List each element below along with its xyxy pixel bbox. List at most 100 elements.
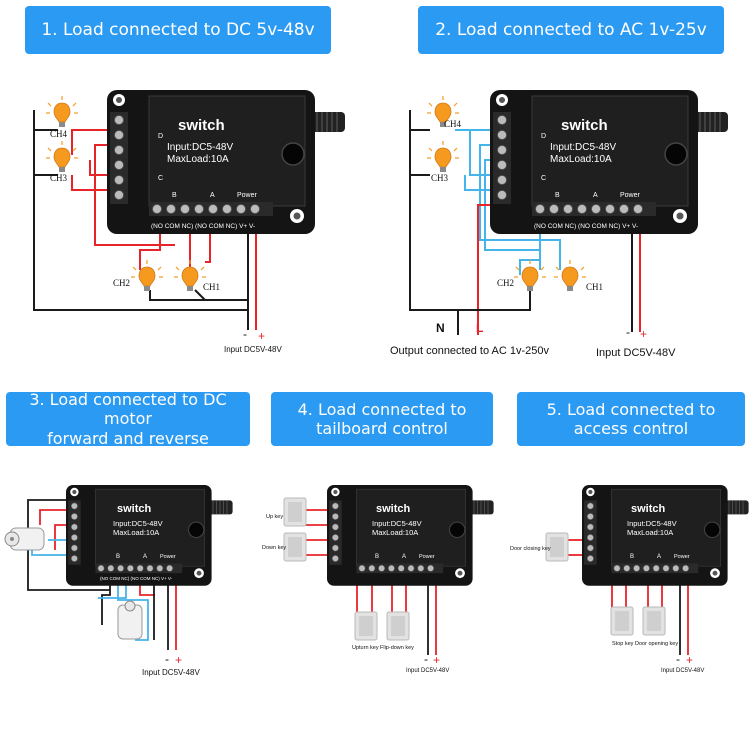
header-panel-3: 3. Load connected to DC motor forward an… bbox=[6, 390, 250, 448]
p1-wire-ch2-red bbox=[139, 220, 161, 270]
p4-down-key-box bbox=[283, 532, 307, 562]
p2-wire-blue-4 bbox=[469, 130, 492, 176]
p1-minus: - bbox=[243, 327, 247, 341]
p4-label-power: Power bbox=[419, 554, 435, 560]
p5-brand: switch bbox=[631, 503, 666, 515]
p1-label-a: A bbox=[210, 192, 215, 199]
p1-wire-com2-red bbox=[89, 160, 110, 176]
p4-upturn-key-label: Upturn key bbox=[352, 645, 379, 651]
p5-door-opening-box bbox=[642, 606, 666, 636]
p3-label-b: B bbox=[116, 554, 120, 560]
p2-ch4-label: CH4 bbox=[444, 119, 462, 129]
p2-label-d: D bbox=[541, 133, 546, 140]
p1-label-b: B bbox=[172, 192, 177, 199]
p2-minus: - bbox=[626, 325, 630, 339]
p1-wire-ch2-black bbox=[149, 290, 248, 301]
header-2-text: 2. Load connected to AC 1v-25v bbox=[435, 19, 707, 40]
p3-motor-vertical bbox=[117, 600, 143, 640]
p3-label-a: A bbox=[143, 554, 147, 560]
p5-label-b: B bbox=[630, 554, 634, 560]
p1-maxload: MaxLoad:10A bbox=[167, 154, 229, 165]
panel-1-labels: CH4 CH3 CH2 CH1 bbox=[50, 129, 220, 292]
p4-up-key-label: Up key bbox=[266, 514, 283, 520]
p4-upturn-key-box bbox=[354, 611, 378, 641]
p1-label-d: D bbox=[158, 133, 163, 140]
p3-label-power: Power bbox=[160, 554, 176, 560]
p1-wire-black-left bbox=[33, 110, 248, 311]
p2-wire-blue-3 bbox=[464, 175, 492, 191]
panel-1-module-text: switch Input:DC5-48V MaxLoad:10A D C B A… bbox=[158, 117, 258, 199]
p2-label-a: A bbox=[593, 192, 598, 199]
p2-bottom-terminals: (NO COM NC) (NO COM NC) V+ V- bbox=[534, 223, 638, 230]
p1-ch3-label: CH3 bbox=[50, 173, 68, 183]
p2-ch3-label: CH3 bbox=[431, 173, 449, 183]
p3-motor-horizontal bbox=[4, 527, 45, 551]
p2-bulb-ch3 bbox=[426, 140, 460, 173]
p1-label-c: C bbox=[158, 175, 163, 182]
p4-input: Input:DC5-48V bbox=[372, 519, 422, 528]
p2-wire-black-N bbox=[409, 110, 459, 335]
p2-label-power: Power bbox=[620, 192, 641, 199]
p5-stop-key-box bbox=[610, 606, 634, 636]
p4-label-a: A bbox=[402, 554, 406, 560]
header-panel-2: 2. Load connected to AC 1v-25v bbox=[418, 6, 724, 54]
p2-brand: switch bbox=[561, 117, 608, 134]
p1-ch1-label: CH1 bbox=[203, 282, 220, 292]
panel-3-wiring bbox=[27, 499, 177, 650]
p4-input-label: Input DC5V-48V bbox=[406, 668, 449, 674]
panel-5-module-text: switch Input:DC5-48V MaxLoad:10A B A Pow… bbox=[627, 503, 690, 560]
p5-input-label: Input DC5V-48V bbox=[661, 668, 704, 674]
p3-brand: switch bbox=[117, 503, 152, 515]
panel-2-labels: CH4 CH3 CH2 CH1 bbox=[431, 119, 603, 292]
p4-maxload: MaxLoad:10A bbox=[372, 528, 418, 537]
p1-bulb-ch2 bbox=[130, 259, 164, 292]
p1-wire-com-red bbox=[94, 144, 175, 246]
header-4-line2: tailboard control bbox=[316, 419, 448, 438]
p2-output-label: Output connected to AC 1v-250v bbox=[390, 345, 549, 357]
p5-maxload: MaxLoad:10A bbox=[627, 528, 673, 537]
panel-4-wiring bbox=[305, 509, 437, 655]
p2-label-b: B bbox=[555, 192, 560, 199]
p2-bulb-ch1 bbox=[553, 259, 587, 292]
p1-bottom-terminals: (NO COM NC) (NO COM NC) V+ V- bbox=[151, 223, 255, 230]
p1-plus: + bbox=[258, 329, 265, 343]
p4-plus: + bbox=[433, 653, 440, 667]
header-panel-1: 1. Load connected to DC 5v-48v bbox=[25, 6, 331, 54]
p4-flipdown-key-box bbox=[386, 611, 410, 641]
header-3-line1: 3. Load connected to DC motor bbox=[29, 390, 227, 429]
p1-input: Input:DC5-48V bbox=[167, 142, 233, 153]
p3-plus: + bbox=[175, 653, 182, 667]
panel-3-module-text: switch Input:DC5-48V MaxLoad:10A B A Pow… bbox=[113, 503, 176, 560]
p2-maxload: MaxLoad:10A bbox=[550, 154, 612, 165]
p5-minus: - bbox=[676, 652, 680, 666]
panel-2-module-text: switch Input:DC5-48V MaxLoad:10A D C B A… bbox=[541, 117, 641, 199]
p3-maxload: MaxLoad:10A bbox=[113, 528, 159, 537]
p2-l-label: L bbox=[476, 321, 483, 335]
p4-down-key-label: Down key bbox=[262, 545, 286, 551]
p3-input-label: Input DC5V-48V bbox=[142, 668, 200, 677]
header-3-line2: forward and reverse bbox=[47, 428, 209, 448]
p5-plus: + bbox=[686, 653, 693, 667]
header-4-line1: 4. Load connected to bbox=[297, 399, 467, 419]
p2-wire-blue-1 bbox=[479, 144, 561, 270]
p2-wire-black-ch bbox=[458, 290, 531, 311]
p1-wire-ch3-red bbox=[71, 175, 110, 191]
p4-flipdown-key-label: Flip-down key bbox=[380, 645, 414, 651]
p5-door-closing-label: Door closing key bbox=[510, 546, 551, 552]
panel-4-module-text: switch Input:DC5-48V MaxLoad:10A B A Pow… bbox=[372, 503, 435, 560]
p1-wire-ch4-red bbox=[71, 129, 110, 155]
p1-brand: switch bbox=[178, 117, 225, 134]
p1-ch4-label: CH4 bbox=[50, 129, 68, 139]
p2-ch2-label: CH2 bbox=[497, 278, 514, 288]
p2-plus: + bbox=[640, 327, 647, 341]
p1-ch2-label: CH2 bbox=[113, 278, 130, 288]
p5-door-opening-label: Door opening key bbox=[635, 641, 678, 647]
p3-minus: - bbox=[165, 652, 169, 666]
p1-bulb-ch4 bbox=[45, 95, 79, 128]
p2-input-label: Input DC5V-48V bbox=[596, 347, 676, 359]
p1-bulb-ch3 bbox=[45, 140, 79, 173]
p2-input: Input:DC5-48V bbox=[550, 142, 616, 153]
p5-label-power: Power bbox=[674, 554, 690, 560]
p2-wire-red-L bbox=[477, 204, 492, 335]
p1-label-power: Power bbox=[237, 192, 258, 199]
